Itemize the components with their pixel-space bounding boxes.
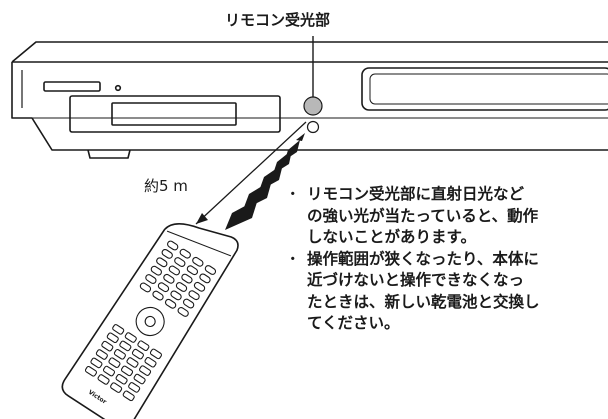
remote-button	[122, 390, 135, 402]
remote-button	[149, 348, 162, 360]
remote-button	[186, 265, 199, 276]
remote-button	[112, 324, 125, 335]
note-line: の強い光が当たっていると、動作	[307, 206, 539, 225]
remote-button	[97, 374, 110, 385]
remote-button	[124, 332, 137, 343]
note-item: リモコン受光部に直射日光など の強い光が当たっていると、動作 しないことがありま…	[285, 184, 608, 249]
remote-button	[150, 265, 162, 276]
remote-button	[163, 273, 175, 284]
remote-button	[119, 340, 132, 352]
remote-button	[152, 290, 164, 301]
remote-button	[121, 365, 134, 377]
remote-button	[128, 382, 141, 393]
remote-button	[95, 349, 108, 360]
remote-button	[188, 290, 200, 301]
remote-button	[156, 257, 168, 268]
remote-button	[199, 273, 211, 284]
remote-button	[139, 365, 152, 376]
remote-button	[90, 357, 103, 369]
ir-sensor-icon	[303, 36, 323, 134]
note-line: リモコン受光部に直射日光など	[307, 185, 525, 203]
remote-button	[161, 248, 173, 259]
remote-button	[113, 349, 126, 360]
notes-list: リモコン受光部に直射日光など の強い光が当たっていると、動作 しないことがありま…	[285, 184, 608, 335]
remote-button	[170, 290, 182, 301]
remote-button	[204, 265, 217, 275]
remote-button	[168, 265, 181, 276]
remote-button	[137, 340, 150, 351]
remote-button	[182, 298, 195, 309]
player-unit	[11, 41, 608, 159]
note-line: 近づけないと操作できなくなっ	[307, 271, 525, 289]
remote-button	[101, 340, 114, 352]
remote-button	[115, 373, 128, 385]
ir-beam	[195, 121, 307, 230]
remote-button	[145, 274, 157, 284]
remote-button	[108, 357, 121, 368]
remote-button	[84, 366, 98, 377]
remote-button	[139, 282, 152, 293]
note-line: たときは、新しい乾電池と交換し	[307, 292, 540, 311]
remote-button	[167, 240, 179, 251]
remote-ok-button	[144, 315, 156, 328]
remote-button	[192, 256, 204, 267]
distance-label: 約5 m	[144, 177, 188, 195]
remote-button	[131, 348, 144, 360]
remote-button	[144, 356, 157, 368]
remote-button	[177, 307, 189, 317]
remote-button	[164, 298, 177, 309]
remote-button	[110, 382, 123, 393]
note-line: しないことがあります。	[307, 228, 476, 246]
note-line: てください。	[307, 314, 400, 332]
remote-button	[175, 282, 188, 292]
note-item: 操作範囲が狭くなったり、本体に 近づけないと操作できなくなっ たときは、新しい乾…	[285, 249, 608, 335]
remote-button	[179, 248, 191, 259]
remote-button	[102, 365, 116, 377]
remote-button	[126, 357, 139, 368]
note-line: 操作範囲が狭くなったり、本体に	[307, 249, 539, 268]
remote-button	[157, 282, 170, 293]
remote-button	[181, 273, 193, 284]
remote-control	[61, 223, 239, 419]
remote-button	[193, 281, 206, 292]
remote-button	[106, 332, 119, 344]
remote-button	[174, 257, 186, 267]
remote-button	[133, 373, 146, 385]
